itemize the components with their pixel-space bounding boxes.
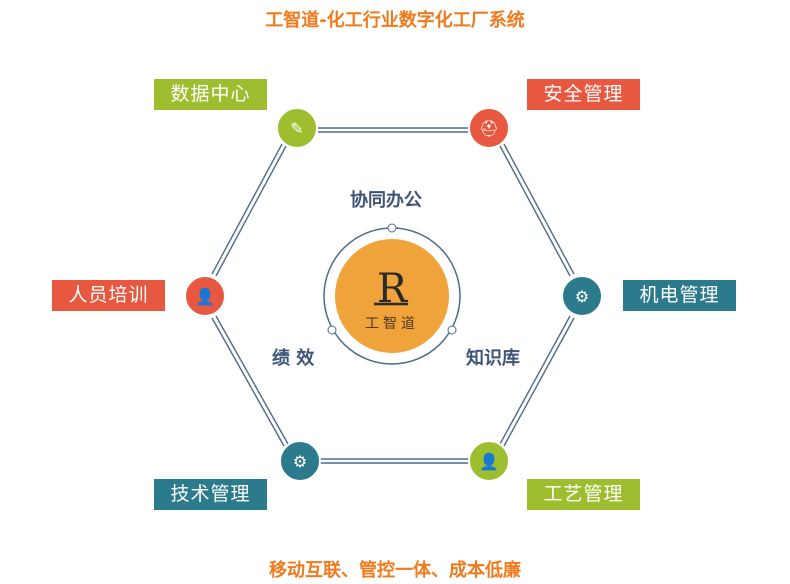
module-node[interactable]: [561, 275, 603, 317]
module-data-center[interactable]: 数据中心: [154, 79, 267, 110]
helmet-worker-icon: ⛑: [479, 119, 499, 138]
ring-node: [447, 325, 457, 335]
diagram-title: 工智道-化工行业数字化工厂系统: [265, 10, 525, 31]
user-icon: 👤: [479, 452, 499, 471]
chart-edit-icon: ✎: [290, 119, 303, 138]
module-node[interactable]: [184, 275, 226, 317]
trainer-icon: 👤: [195, 287, 215, 306]
module-node[interactable]: [468, 440, 510, 482]
hexagon-edges: [211, 127, 575, 464]
machine-icon: ⚙: [575, 287, 589, 306]
ring-node: [387, 223, 397, 233]
label-knowledge: 知识库: [466, 348, 520, 369]
module-technology[interactable]: 技术管理: [154, 479, 267, 510]
module-node[interactable]: [279, 440, 321, 482]
ring-node: [327, 325, 337, 335]
center-logo-circle: [335, 239, 449, 353]
gears-icon: ⚙: [293, 452, 307, 471]
module-safety[interactable]: 安全管理: [527, 79, 640, 110]
footer-slogan: 移动互联、管控一体、成本低廉: [269, 560, 521, 581]
module-process[interactable]: 工艺管理: [527, 479, 640, 510]
label-performance: 绩 效: [272, 348, 315, 369]
module-mechanical[interactable]: 机电管理: [623, 280, 736, 311]
label-collaboration: 协同办公: [350, 190, 422, 211]
module-node[interactable]: [468, 107, 510, 149]
logo-text: 工智道: [365, 316, 419, 332]
module-node[interactable]: [276, 107, 318, 149]
module-training[interactable]: 人员培训: [52, 280, 165, 311]
